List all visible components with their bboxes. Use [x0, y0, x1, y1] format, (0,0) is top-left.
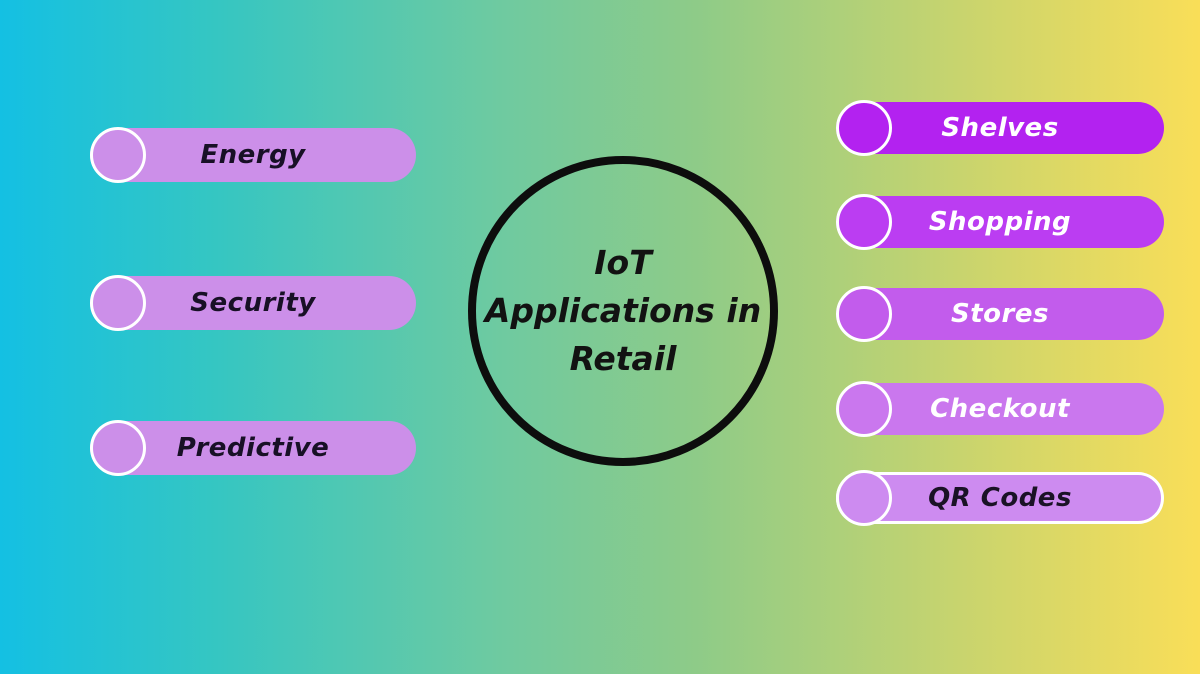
pill-security-label: Security — [190, 288, 316, 318]
center-circle: IoT Applications in Retail — [468, 156, 778, 466]
pill-stores-label: Stores — [951, 299, 1049, 329]
pill-qr-codes-label: QR Codes — [928, 483, 1072, 513]
pill-predictive-label: Predictive — [176, 433, 330, 463]
pill-predictive: Predictive — [90, 420, 416, 476]
pill-shopping-label: Shopping — [928, 207, 1072, 237]
pill-security: Security — [90, 275, 416, 331]
bullet-circle-icon — [836, 286, 892, 342]
pill-shelves-label: Shelves — [941, 113, 1059, 143]
pill-shopping: Shopping — [836, 194, 1164, 250]
bullet-circle-icon — [836, 381, 892, 437]
title-line-1: IoT — [594, 243, 652, 283]
pill-stores: Stores — [836, 286, 1164, 342]
pill-shelves: Shelves — [836, 100, 1164, 156]
pill-energy: Energy — [90, 127, 416, 183]
pill-qr-codes: QR Codes — [836, 470, 1164, 526]
bullet-circle-icon — [90, 275, 146, 331]
bullet-circle-icon — [836, 100, 892, 156]
pill-energy-label: Energy — [200, 140, 306, 170]
pill-checkout-label: Checkout — [930, 394, 1070, 424]
title-line-3: Retail — [569, 338, 677, 378]
bullet-circle-icon — [90, 127, 146, 183]
diagram-title: IoT Applications in Retail — [485, 239, 761, 383]
bullet-circle-icon — [836, 470, 892, 526]
pill-checkout: Checkout — [836, 381, 1164, 437]
bullet-circle-icon — [90, 420, 146, 476]
title-line-2: Applications in — [484, 291, 762, 331]
bullet-circle-icon — [836, 194, 892, 250]
